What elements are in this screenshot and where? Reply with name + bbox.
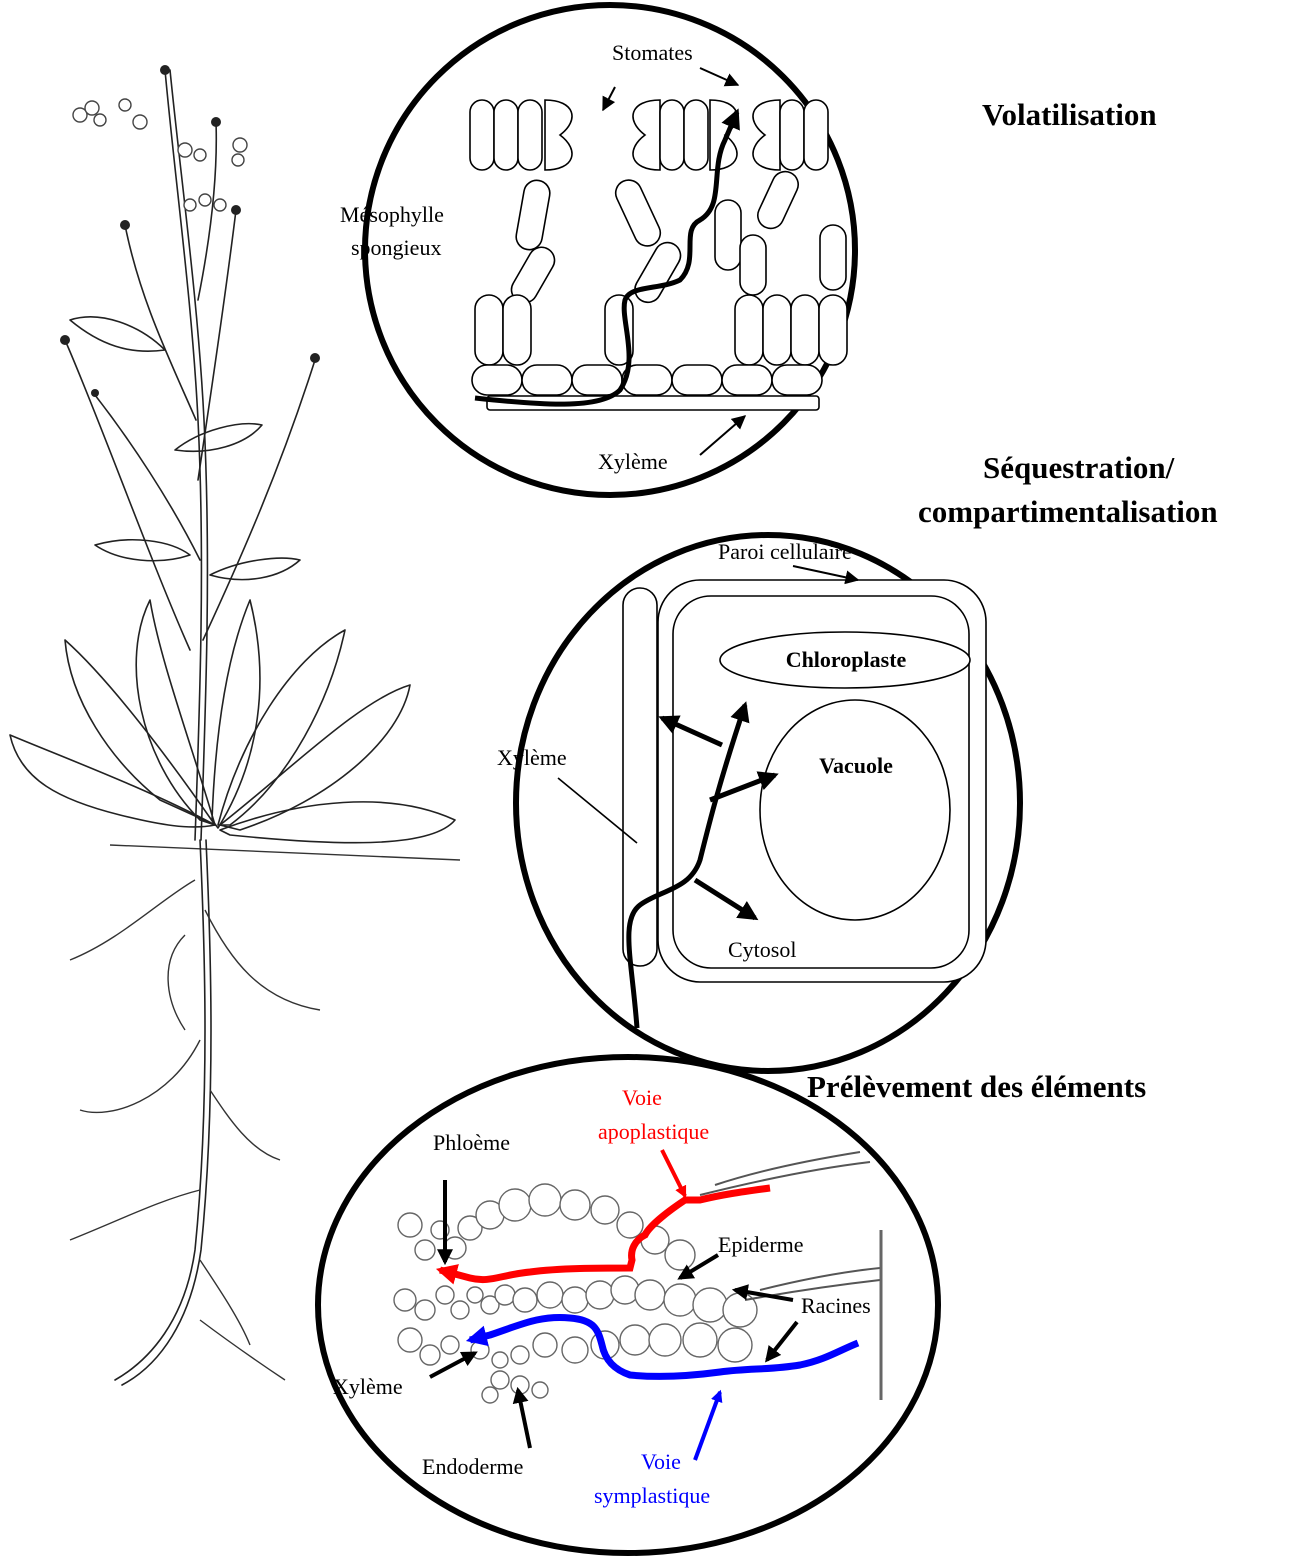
root-cell xyxy=(420,1345,440,1365)
label-voie-apo-2: apoplastique xyxy=(598,1119,709,1144)
root-cell xyxy=(665,1240,695,1270)
title-volatilisation: Volatilisation xyxy=(982,97,1157,132)
root-cell xyxy=(591,1196,619,1224)
label-racines: Racines xyxy=(801,1293,871,1318)
root-cell xyxy=(560,1190,590,1220)
root-cell xyxy=(562,1337,588,1363)
root-cell xyxy=(532,1382,548,1398)
root-cell xyxy=(436,1286,454,1304)
label-voie-sym-2: symplastique xyxy=(594,1483,710,1508)
root-cell xyxy=(491,1371,509,1389)
root-cell xyxy=(537,1282,563,1308)
label-paroi: Paroi cellulaire xyxy=(718,539,852,564)
root-cell xyxy=(635,1280,665,1310)
label-cytosol: Cytosol xyxy=(728,937,796,962)
root-cell xyxy=(511,1346,529,1364)
root-cell xyxy=(499,1189,531,1221)
root-cell xyxy=(482,1387,498,1403)
label-phloeme: Phloème xyxy=(433,1130,510,1155)
root-cell xyxy=(693,1288,727,1322)
label-leaf-xyleme: Xylème xyxy=(598,449,668,474)
root-cell xyxy=(529,1184,561,1216)
root-cell xyxy=(451,1301,469,1319)
root-panel: Phloème Voie apoplastique Epiderme Racin… xyxy=(318,1057,938,1553)
root-cell xyxy=(398,1328,422,1352)
root-cell xyxy=(683,1323,717,1357)
cell-xylem-vessel xyxy=(623,588,657,966)
root-cell xyxy=(467,1287,483,1303)
label-stomates: Stomates xyxy=(612,40,693,65)
label-root-xyleme: Xylème xyxy=(333,1374,403,1399)
root-cell xyxy=(441,1336,459,1354)
label-endoderme: Endoderme xyxy=(422,1454,523,1479)
root-cell xyxy=(492,1352,508,1368)
title-prelevement: Prélèvement des éléments xyxy=(807,1069,1146,1104)
root-cell xyxy=(415,1240,435,1260)
root-cell xyxy=(513,1288,537,1312)
root-cell xyxy=(394,1289,416,1311)
label-mesophylle-1: Mésophylle xyxy=(340,202,444,227)
root-cell xyxy=(398,1213,422,1237)
root-cell xyxy=(620,1325,650,1355)
root-cell xyxy=(617,1212,643,1238)
root-cell xyxy=(415,1300,435,1320)
label-voie-apo-1: Voie xyxy=(622,1085,662,1110)
label-voie-sym-1: Voie xyxy=(641,1449,681,1474)
flower-cluster xyxy=(73,99,247,211)
root-cell xyxy=(562,1287,588,1313)
label-chloroplaste: Chloroplaste xyxy=(786,647,907,672)
label-vacuole: Vacuole xyxy=(819,753,893,778)
root-cell xyxy=(718,1328,752,1362)
title-sequestration-2: compartimentalisation xyxy=(918,494,1218,529)
root-cell xyxy=(444,1237,466,1259)
root-cell xyxy=(586,1281,614,1309)
vacuole xyxy=(760,700,950,920)
root-cell xyxy=(495,1285,515,1305)
root-cell xyxy=(471,1341,489,1359)
root-cell xyxy=(664,1284,696,1316)
cell-panel: Paroi cellulaire Chloroplaste Vacuole Xy… xyxy=(497,535,1020,1071)
label-cell-xyleme: Xylème xyxy=(497,745,567,770)
label-epiderme: Epiderme xyxy=(718,1232,804,1257)
label-mesophylle-2: spongieux xyxy=(351,235,441,260)
leaf-panel: Stomates Mésophylle spongieux Xylème xyxy=(340,5,855,495)
root-cell xyxy=(649,1324,681,1356)
root-cell xyxy=(611,1276,639,1304)
root-cell xyxy=(533,1333,557,1357)
title-sequestration-1: Séquestration/ xyxy=(983,450,1175,485)
